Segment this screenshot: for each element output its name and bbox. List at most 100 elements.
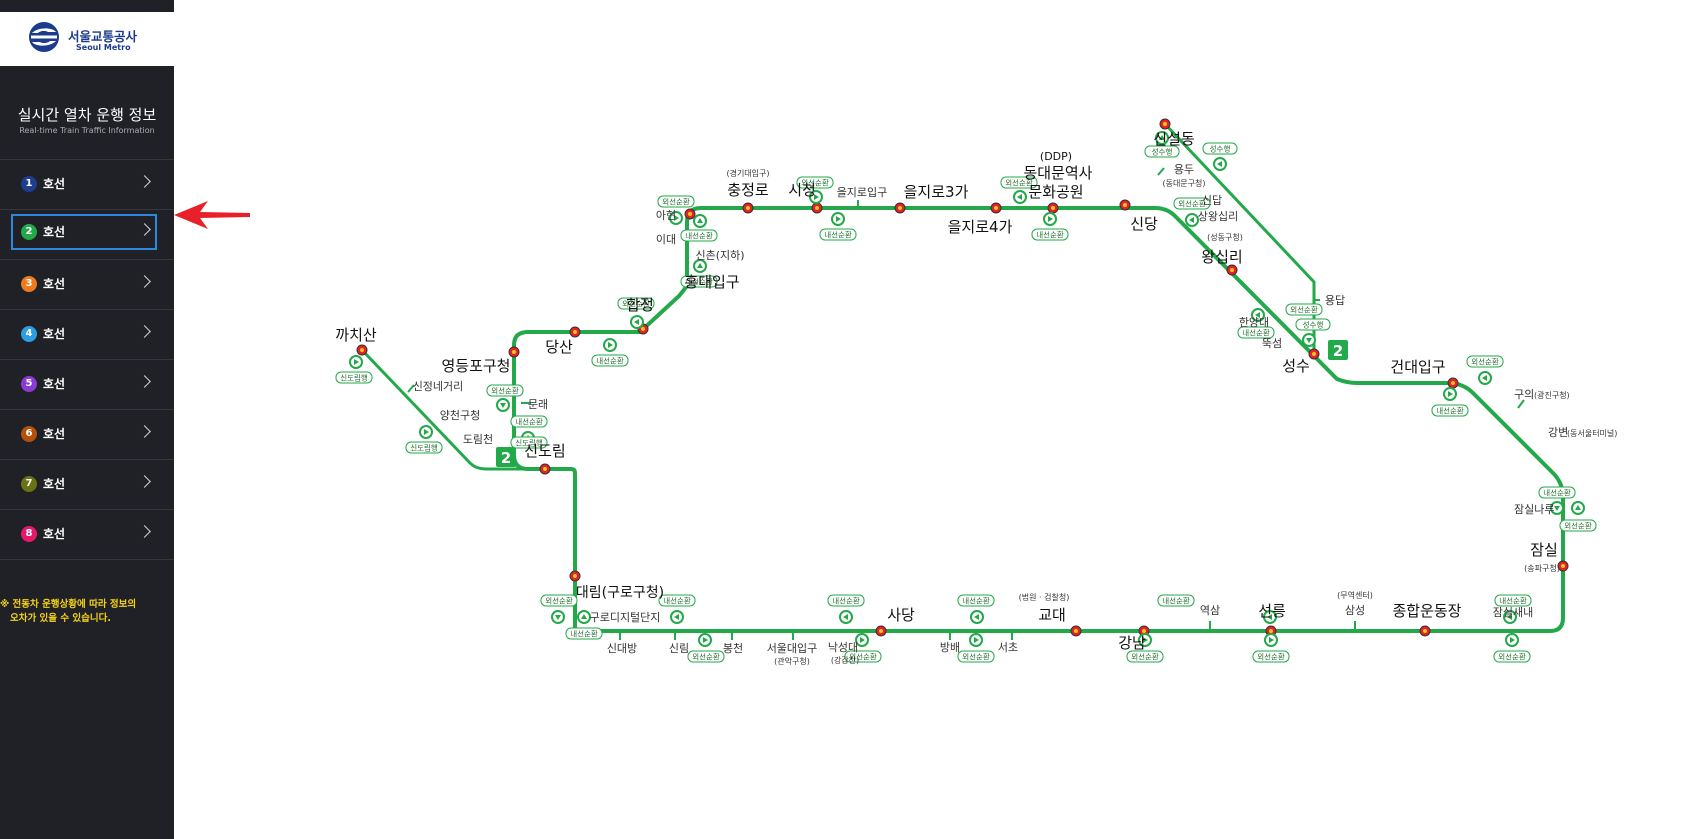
station-labels: (경기대입구) 충정로 시청 을지로입구 을지로3가 을지로4가 (DDP) 동… [335, 130, 1617, 666]
line-badge-text: 2 [1333, 342, 1343, 360]
station-hanyang: 한양대 [1239, 316, 1269, 329]
svg-text:내선순환: 내선순환 [832, 596, 860, 606]
svg-text:외선순환: 외선순환 [1005, 178, 1033, 188]
line-2-label: 호선 [43, 225, 66, 239]
svg-text:성수행: 성수행 [1152, 147, 1173, 157]
station-sub-gangbyeon: (동서울터미널) [1567, 429, 1617, 438]
svg-text:내선순환: 내선순환 [962, 596, 990, 606]
svg-text:외선순환: 외선순환 [1498, 652, 1526, 662]
train-marker [1013, 190, 1027, 204]
station-gyodae: 교대 [1038, 606, 1066, 624]
svg-text:신도림행: 신도림행 [515, 438, 543, 448]
station-marker [356, 344, 368, 356]
line-8-badge: 8 [21, 526, 37, 542]
station-jamsilsaenae: 잠실새내 [1493, 606, 1533, 619]
station-jamsil: 잠실 [1530, 541, 1558, 559]
line-2-badge-map: 2 [1328, 340, 1348, 360]
station-hongik: 홍대입구 [684, 273, 739, 291]
station-sub-gyodae: (법원 · 검찰청) [1019, 592, 1070, 602]
train-marker [1155, 131, 1169, 145]
line-1-label: 호선 [43, 177, 66, 191]
station-marker [569, 326, 581, 338]
sidebar-item-line-8[interactable]: 8 호선 [11, 516, 157, 552]
pill-inner: 내선순환 [957, 594, 995, 607]
pill-outer: 외선순환 [1493, 650, 1531, 663]
station-seolleung: 선릉 [1258, 602, 1286, 620]
station-ddp-1: 동대문역사 [1023, 164, 1092, 182]
chevron-right-icon [138, 325, 151, 338]
sidebar-item-line-1[interactable]: 1 호선 [11, 166, 157, 202]
logo-box[interactable]: 서울교통공사 Seoul Metro [0, 12, 174, 66]
station-marker [811, 202, 823, 214]
svg-text:내선순환: 내선순환 [515, 417, 543, 427]
train-marker [419, 425, 433, 439]
svg-text:외선순환: 외선순환 [1131, 652, 1159, 662]
station-marker [1308, 348, 1320, 360]
svg-text:내선순환: 내선순환 [1436, 406, 1464, 416]
station-yeongdeungpo: 영등포구청 [441, 357, 510, 375]
notice-text: ※ 전동차 운행상황에 따라 정보의 오차가 있을 수 있습니다. [0, 598, 160, 626]
station-euljiro1: 을지로입구 [837, 186, 888, 199]
station-sub-snu: (관악구청) [774, 656, 810, 666]
train-marker [1550, 501, 1564, 515]
station-sub-nakseongdae: (강감찬) [831, 655, 859, 665]
chevron-right-icon [138, 275, 151, 288]
sidebar-item-line-2[interactable]: 2 호선 [11, 214, 157, 250]
station-sangwangsimni: 상왕십리 [1198, 210, 1238, 223]
station-bongcheon: 봉천 [723, 641, 743, 655]
train-marker [1443, 387, 1457, 401]
pill-outer: 외선순환 [1466, 355, 1504, 368]
svg-text:외선순환: 외선순환 [1290, 305, 1318, 315]
logo-name-en: Seoul Metro [76, 43, 131, 52]
station-seocho: 서초 [998, 641, 1018, 654]
station-marker [875, 625, 887, 637]
train-marker [603, 338, 617, 352]
pill-seongsu: 성수행 [1202, 142, 1238, 155]
sidebar-item-line-6[interactable]: 6 호선 [11, 416, 157, 452]
train-marker [551, 610, 565, 624]
train-marker [1251, 308, 1265, 322]
svg-text:외선순환: 외선순환 [491, 386, 519, 396]
pill-inner: 내선순환 [1031, 228, 1069, 241]
separator [0, 209, 174, 210]
station-marker [894, 202, 906, 214]
separator [0, 559, 174, 560]
station-dorimcheon: 도림천 [463, 432, 493, 446]
train-marker [1213, 157, 1227, 171]
sidebar-item-line-7[interactable]: 7 호선 [11, 466, 157, 502]
sidebar-item-line-5[interactable]: 5 호선 [11, 366, 157, 402]
line-3-label: 호선 [43, 277, 66, 291]
transfer-station-markers [356, 118, 1569, 637]
minor-station-ticks [407, 167, 1525, 640]
pill-inner: 내선순환 [510, 415, 548, 428]
station-sub-jamsil: (송파구청) [1524, 564, 1560, 573]
line-3-badge: 3 [21, 276, 37, 292]
line-badge-text: 2 [501, 449, 511, 467]
pill-sindorim: 신도림행 [335, 371, 373, 384]
train-marker [970, 610, 984, 624]
pill-inner: 내선순환 [1538, 486, 1576, 499]
train-marker [855, 633, 869, 647]
kkachisan-branch-track [360, 348, 571, 471]
line-8-label: 호선 [43, 527, 66, 541]
pill-outer: 외선순환 [1173, 197, 1211, 210]
sidebar-item-line-3[interactable]: 3 호선 [11, 266, 157, 302]
separator [0, 259, 174, 260]
svg-text:내선순환: 내선순환 [1499, 596, 1527, 606]
pill-inner: 내선순환 [1157, 594, 1195, 607]
svg-text:내선순환: 내선순환 [685, 231, 713, 241]
line-2-route-map: 2 2 [335, 118, 1617, 666]
pill-outer: 외선순환 [540, 594, 578, 607]
station-chungjeongno: 충정로 [727, 181, 769, 199]
pill-inner: 내선순환 [565, 627, 603, 640]
page-subtitle: Real-time Train Traffic Information [19, 126, 155, 135]
train-marker [693, 214, 707, 228]
sidebar-item-line-4[interactable]: 4 호선 [11, 316, 157, 352]
svg-text:외선순환: 외선순환 [1564, 521, 1592, 531]
station-sindang: 신당 [1130, 215, 1158, 233]
train-marker [1264, 633, 1278, 647]
train-marker [1185, 213, 1199, 227]
top-strip [0, 0, 174, 12]
chevron-right-icon [138, 175, 151, 188]
line-5-badge: 5 [21, 376, 37, 392]
